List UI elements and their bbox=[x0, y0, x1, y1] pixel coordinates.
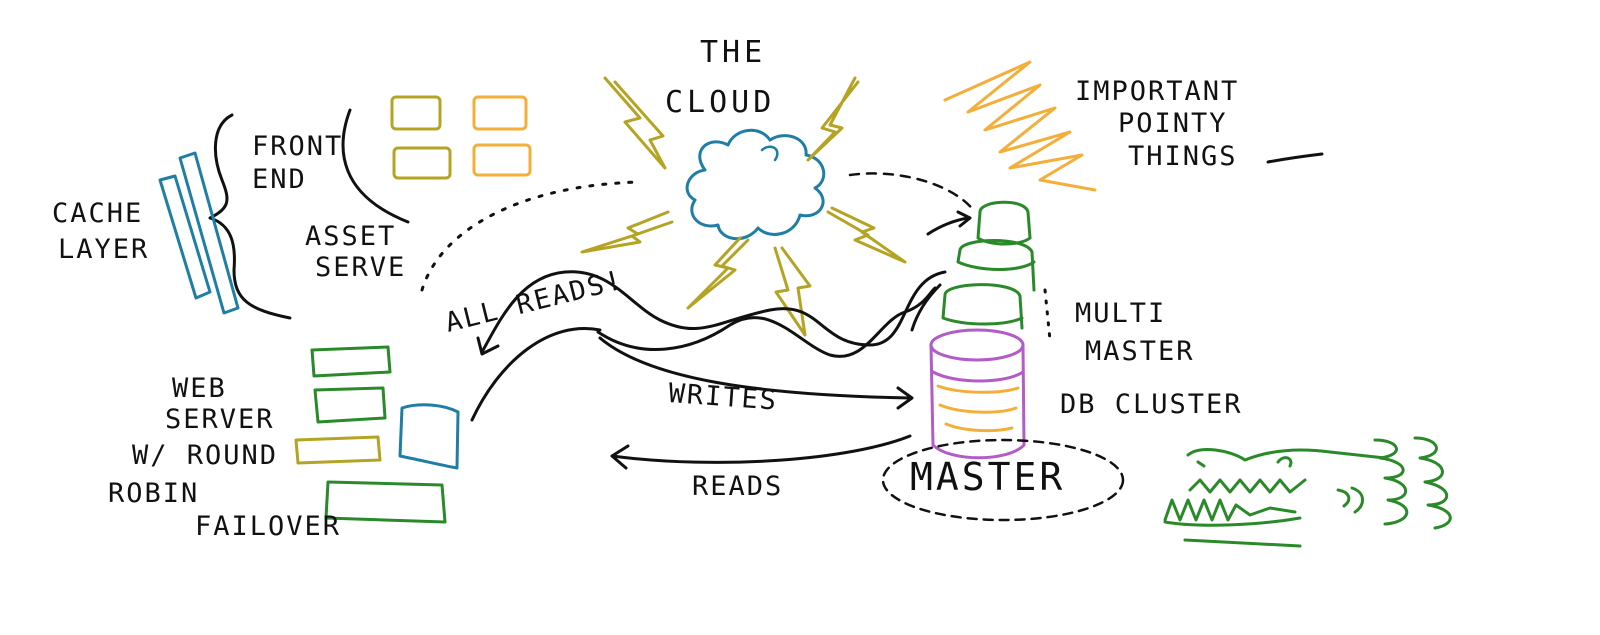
cloud-group: THE CLOUD bbox=[665, 35, 826, 240]
croc-nostril bbox=[1196, 460, 1206, 468]
master-dashed-ellipse bbox=[881, 438, 1125, 522]
croc-teeth-bottom bbox=[1163, 498, 1297, 522]
label-layer: LAYER bbox=[58, 234, 149, 265]
writes-arrow bbox=[470, 327, 602, 422]
cluster-arrow-top bbox=[926, 216, 970, 236]
cache-bar-1 bbox=[158, 174, 212, 300]
things-underline bbox=[1266, 152, 1324, 164]
lightning-bolts bbox=[580, 76, 907, 337]
croc-jaw bbox=[1163, 516, 1302, 527]
croc-head bbox=[1186, 448, 1387, 462]
bolt-top-left bbox=[603, 76, 667, 170]
bolt-top-right bbox=[806, 76, 860, 162]
writes-line bbox=[598, 336, 912, 400]
croc-teeth-top bbox=[1188, 478, 1307, 494]
web-server-box-2 bbox=[313, 386, 387, 424]
label-reads: READS bbox=[692, 471, 783, 502]
label-pointy: POINTY bbox=[1118, 108, 1228, 139]
label-all-reads: ALL READS! bbox=[442, 265, 627, 339]
front-end-box-1 bbox=[390, 95, 442, 131]
label-cloud: CLOUD bbox=[665, 85, 775, 120]
web-server-box-5 bbox=[324, 480, 447, 524]
db-cluster-nodes bbox=[941, 200, 1036, 330]
crocodile-doodle bbox=[1163, 436, 1452, 548]
label-asset: ASSET bbox=[305, 221, 396, 252]
cluster-arrow-top-head bbox=[956, 210, 972, 228]
all-reads-wave-2 bbox=[596, 286, 937, 358]
label-master-line: MASTER bbox=[1085, 336, 1195, 367]
reads-arrowhead bbox=[610, 444, 630, 470]
label-master: MASTER bbox=[910, 455, 1065, 499]
cloud-curl bbox=[760, 145, 779, 162]
all-reads-group: ALL READS! bbox=[442, 265, 947, 358]
label-front: FRONT bbox=[252, 131, 343, 162]
writes-group: WRITES bbox=[470, 327, 914, 422]
label-multi: MULTI bbox=[1075, 298, 1166, 329]
croc-underline bbox=[1183, 538, 1302, 548]
label-serve: SERVE bbox=[315, 252, 406, 283]
label-server: SERVER bbox=[165, 404, 275, 435]
all-reads-arrowhead bbox=[476, 336, 500, 356]
croc-scales-2 bbox=[1413, 436, 1452, 530]
front-end-box-2 bbox=[472, 95, 528, 131]
master-db-stripe-3 bbox=[944, 422, 1014, 433]
main-brace bbox=[208, 113, 292, 320]
dashed-arc-right bbox=[848, 172, 977, 214]
front-end-box-4 bbox=[472, 143, 532, 177]
master-db-top bbox=[929, 328, 1025, 362]
db-node-2 bbox=[956, 239, 1036, 292]
croc-claw bbox=[1336, 486, 1364, 514]
bolt-lower-left bbox=[686, 236, 750, 310]
cache-bar-2 bbox=[178, 151, 240, 315]
label-end: END bbox=[252, 164, 307, 195]
label-cache: CACHE bbox=[52, 198, 143, 229]
cloud-shape bbox=[685, 129, 826, 240]
bolt-left bbox=[580, 210, 674, 254]
label-wround: W/ ROUND bbox=[132, 440, 278, 471]
dotted-arc bbox=[420, 180, 642, 292]
multi-dotted-line bbox=[1043, 288, 1052, 342]
label-db-cluster: DB CLUSTER bbox=[1060, 389, 1243, 420]
croc-scales bbox=[1373, 438, 1409, 526]
label-web: WEB bbox=[172, 373, 227, 404]
label-things: THINGS bbox=[1128, 141, 1238, 172]
bolt-right bbox=[826, 206, 907, 264]
front-end-group: FRONT END ASSET SERVE bbox=[208, 95, 532, 320]
master-db-body bbox=[929, 343, 1026, 460]
master-db-ring-1 bbox=[931, 370, 1025, 383]
reads-group: READS bbox=[610, 434, 912, 502]
pointy-zigzag bbox=[943, 60, 1097, 192]
reads-arrow bbox=[610, 434, 912, 464]
label-failover: FAILOVER bbox=[195, 511, 341, 542]
master-db-stripe-1 bbox=[936, 384, 1020, 394]
web-servers-group: WEB SERVER W/ ROUND ROBIN FAILOVER bbox=[108, 345, 460, 542]
pointy-things-group: IMPORTANT POINTY THINGS bbox=[943, 60, 1324, 192]
all-reads-arrow bbox=[480, 270, 947, 354]
front-end-box-3 bbox=[392, 146, 452, 180]
label-the: THE bbox=[700, 35, 766, 70]
web-server-box-3 bbox=[294, 435, 382, 465]
front-end-bracket bbox=[341, 108, 410, 224]
cache-layer-group: CACHE LAYER bbox=[52, 151, 240, 315]
label-important: IMPORTANT bbox=[1075, 76, 1239, 107]
label-writes: WRITES bbox=[668, 378, 779, 417]
cluster-arrow-mid bbox=[910, 283, 942, 332]
web-server-box-1 bbox=[310, 345, 392, 378]
bolt-lower-mid bbox=[773, 246, 812, 337]
master-db bbox=[929, 328, 1026, 460]
master-db-stripe-2 bbox=[938, 403, 1018, 414]
db-node-1 bbox=[976, 200, 1032, 246]
writes-arrowhead bbox=[896, 386, 914, 410]
db-node-3 bbox=[941, 283, 1024, 330]
web-server-box-4 bbox=[398, 403, 460, 470]
label-robin: ROBIN bbox=[108, 478, 199, 509]
croc-eye bbox=[1276, 456, 1293, 468]
